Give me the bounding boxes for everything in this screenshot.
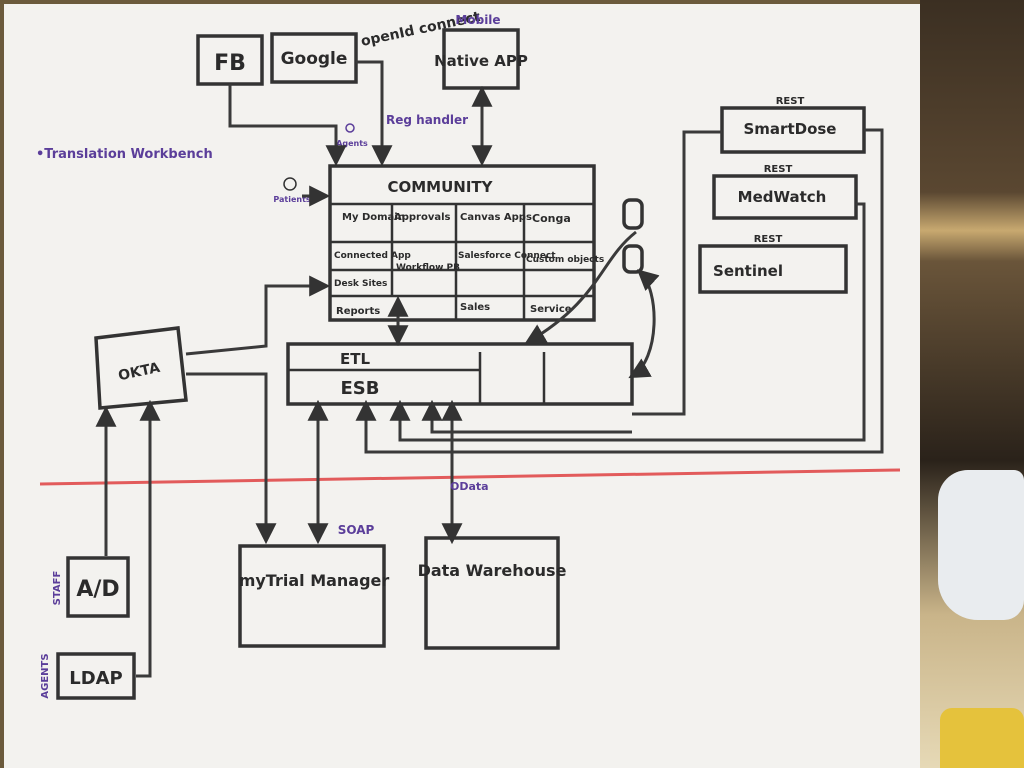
community-block: COMMUNITY My Domain Approvals Canvas App… <box>328 164 604 322</box>
ldap-label: LDAP <box>69 668 123 689</box>
mytrial-label: myTrial Manager <box>239 571 390 590</box>
medwatch-box: MedWatch <box>712 174 858 220</box>
okta-box: OKTA <box>94 326 188 410</box>
native-app-label: Native APP <box>434 52 528 70</box>
cell-desk-sites: Desk Sites <box>334 279 387 289</box>
odata-label: OData <box>450 480 489 493</box>
esb-label: ESB <box>341 378 380 399</box>
cell-salesforce-connect: Salesforce Connect <box>458 251 556 261</box>
soap-label: SOAP <box>338 523 375 537</box>
network-boundary-line <box>39 468 901 486</box>
cell-workflow-pb: Workflow PB <box>396 263 460 273</box>
etl-esb-block: ETL ESB <box>286 342 634 406</box>
cell-my-domain: My Domain <box>342 212 405 223</box>
smartdose-label: SmartDose <box>744 120 837 138</box>
data-warehouse-box: Data Warehouse <box>418 536 567 650</box>
native-app-box: Native APP <box>434 28 528 90</box>
patient-figure-icon <box>283 177 297 191</box>
paper-sheet <box>4 4 920 768</box>
cell-reports: Reports <box>336 306 380 317</box>
sentinel-label: Sentinel <box>713 262 783 280</box>
google-box: Google <box>270 32 358 84</box>
rest-tag-smartdose: REST <box>776 96 805 107</box>
mytrial-box: myTrial Manager <box>238 544 390 648</box>
ldap-box: LDAP <box>56 652 136 700</box>
smartdose-box: SmartDose <box>720 106 866 154</box>
ad-label: A/D <box>76 577 119 602</box>
rest-tag-sentinel: REST <box>754 234 783 245</box>
medwatch-label: MedWatch <box>738 188 827 206</box>
community-title: COMMUNITY <box>387 178 493 196</box>
etl-label: ETL <box>340 350 370 368</box>
cell-connected-app: Connected App <box>334 251 411 261</box>
database-icon-2 <box>622 244 644 274</box>
database-icon-1 <box>622 198 644 230</box>
ad-box: A/D <box>66 556 130 618</box>
okta-label: OKTA <box>117 360 162 384</box>
cell-custom-objects: Custom objects <box>526 255 604 265</box>
cell-approvals: Approvals <box>394 212 451 223</box>
agents-tag: AGENTS <box>40 653 51 698</box>
yellow-object <box>940 708 1024 768</box>
cell-conga: Conga <box>532 212 571 225</box>
agent-figure-icon <box>345 123 355 133</box>
plastic-bag <box>938 470 1024 620</box>
patients-small-note: Patients <box>273 195 311 204</box>
mobile-label: Mobile <box>455 13 500 27</box>
staff-tag: STAFF <box>52 571 63 606</box>
shelf-background <box>920 0 1024 768</box>
sentinel-box: Sentinel <box>698 244 848 294</box>
google-label: Google <box>281 49 348 69</box>
fb-box: FB <box>196 34 264 86</box>
data-warehouse-label: Data Warehouse <box>418 561 567 580</box>
agents-small-note: Agents <box>336 139 368 148</box>
fb-label: FB <box>214 51 246 76</box>
cell-canvas-apps: Canvas Apps <box>460 212 532 223</box>
reg-handler-note: Reg handler <box>386 113 468 127</box>
rest-tag-medwatch: REST <box>764 164 793 175</box>
translation-workbench-note: •Translation Workbench <box>36 147 213 162</box>
cell-sales: Sales <box>460 302 490 313</box>
cell-service: Service <box>530 304 572 315</box>
